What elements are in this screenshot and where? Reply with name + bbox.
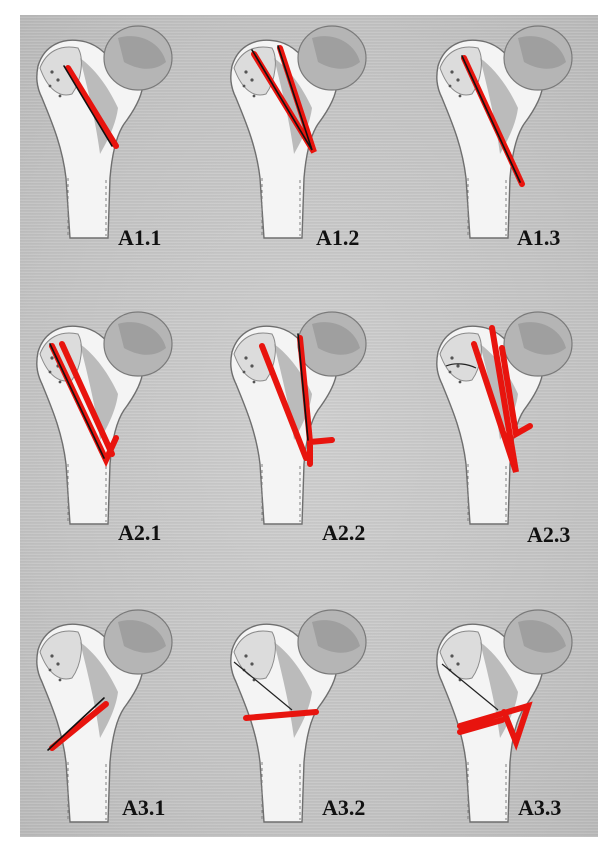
femur-drawing (437, 26, 572, 238)
panel-a2-2 (231, 312, 366, 524)
panel-label: A1.1 (118, 225, 161, 250)
panel-label: A2.3 (527, 522, 570, 547)
panel-a2-1 (37, 312, 172, 524)
panel-a1-1 (37, 26, 172, 238)
panel-label: A3.2 (322, 795, 365, 820)
panel-label: A1.3 (517, 225, 560, 250)
femur-drawing (37, 312, 172, 524)
panel-a3-2 (231, 610, 366, 822)
femur-drawing (37, 610, 172, 822)
panel-label: A3.3 (518, 795, 561, 820)
panel-a1-3 (437, 26, 572, 238)
panel-label: A2.1 (118, 520, 161, 545)
panel-label: A3.1 (122, 795, 165, 820)
panel-label: A1.2 (316, 225, 359, 250)
panel-a3-3 (437, 610, 572, 822)
panel-a1-2 (231, 26, 366, 238)
panel-a3-1 (37, 610, 172, 822)
panel-label: A2.2 (322, 520, 365, 545)
panel-a2-3 (437, 312, 572, 524)
